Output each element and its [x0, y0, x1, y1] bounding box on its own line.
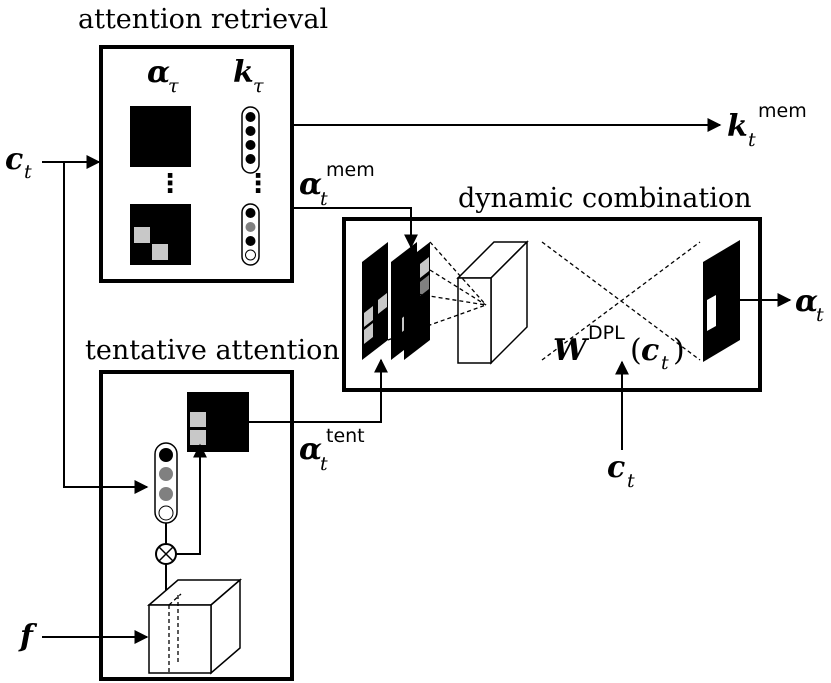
- c-t-to-tentative-arrow: [63, 162, 149, 494]
- svg-text:(: (: [630, 333, 642, 368]
- conv-kernel-cube: [456, 240, 529, 365]
- svg-text:c: c: [607, 450, 625, 485]
- stacked-attention-maps: [362, 242, 430, 360]
- stored-key-vector-bottom: [241, 203, 260, 266]
- tentative-attention-map: [187, 392, 249, 452]
- alpha-t-tent-label: α t tent: [299, 425, 365, 475]
- alpha-mem-arrow: [292, 207, 418, 249]
- attention-retrieval-title: attention retrieval: [78, 4, 328, 35]
- alpha-t-mem-label: α t mem: [299, 159, 375, 210]
- svg-text:α: α: [299, 432, 322, 467]
- alpha-tent-arrow: [249, 358, 388, 423]
- query-vector: [154, 442, 178, 524]
- alpha-t-output-label: α t: [795, 284, 824, 326]
- stored-attention-map-top: [130, 106, 191, 167]
- svg-text:mem: mem: [326, 159, 375, 181]
- svg-text:W: W: [553, 333, 590, 368]
- alpha-tau-label: α τ: [147, 55, 179, 97]
- tentative-attention-box: [99, 370, 294, 681]
- multiply-to-map-arrow: [176, 443, 207, 555]
- svg-text:τ: τ: [253, 75, 264, 97]
- svg-text:DPL: DPL: [588, 322, 625, 344]
- w-dpl-label: W DPL ( c t ): [553, 322, 685, 374]
- svg-text:α: α: [795, 284, 818, 319]
- svg-text:t: t: [320, 453, 328, 475]
- svg-text:k: k: [233, 55, 254, 90]
- k-t-mem-label: k t mem: [727, 100, 807, 151]
- svg-text:): ): [673, 333, 685, 368]
- output-attention-map: [703, 240, 740, 362]
- multiply-icon: [155, 543, 177, 565]
- stored-key-vector-top: [241, 106, 260, 174]
- dynamic-combination-title: dynamic combination: [458, 183, 751, 214]
- feature-cube: [146, 578, 243, 675]
- ellipsis-alpha: ⋮: [157, 169, 183, 199]
- svg-text:t: t: [627, 470, 635, 492]
- c-t-input-label: c t: [5, 142, 32, 183]
- ellipsis-k: ⋮: [245, 169, 271, 199]
- svg-text:t: t: [661, 352, 669, 374]
- svg-text:α: α: [299, 167, 322, 202]
- svg-text:c: c: [641, 333, 659, 368]
- dynamic-combination-box: [342, 217, 762, 392]
- f-input-label: f: [18, 619, 38, 654]
- svg-text:t: t: [320, 188, 328, 210]
- svg-text:c: c: [5, 142, 23, 177]
- svg-text:t: t: [816, 304, 824, 326]
- stored-attention-map-bottom: [130, 204, 191, 265]
- svg-text:t: t: [24, 161, 32, 183]
- projection-lines: [387, 241, 701, 361]
- svg-text:α: α: [147, 55, 170, 90]
- tentative-attention-title: tentative attention: [85, 335, 340, 366]
- svg-text:k: k: [727, 109, 748, 144]
- svg-text:t: t: [748, 129, 756, 151]
- svg-text:tent: tent: [326, 425, 365, 447]
- attention-retrieval-box: [99, 45, 294, 283]
- k-tau-label: k τ: [233, 55, 264, 97]
- c-t-bottom-label: c t: [607, 450, 635, 492]
- svg-text:τ: τ: [168, 75, 179, 97]
- svg-text:mem: mem: [758, 100, 807, 122]
